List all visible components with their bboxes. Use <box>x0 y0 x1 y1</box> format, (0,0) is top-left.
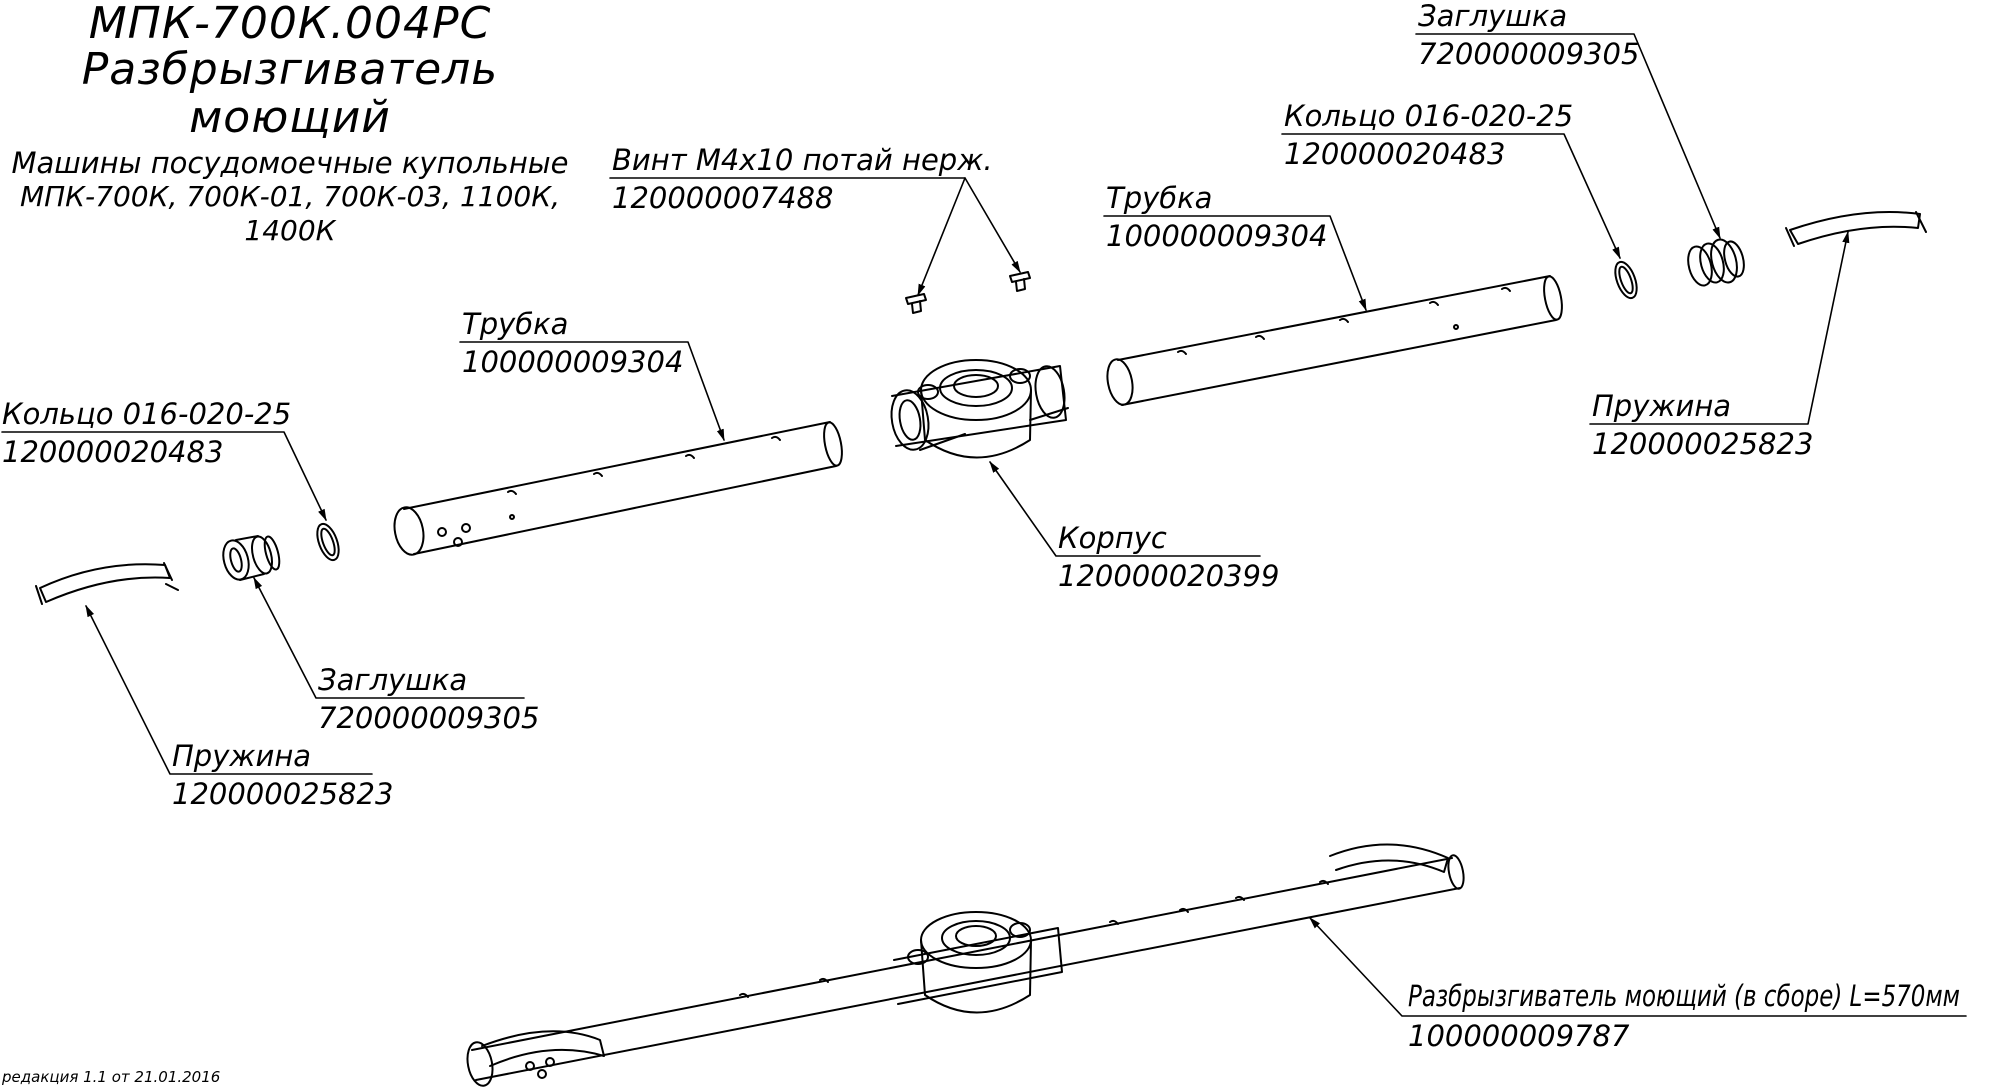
title-block: МПК-700К.004РС Разбрызгиватель моющий Ма… <box>0 0 580 248</box>
ring-left-shape <box>316 522 340 562</box>
part-number: 720000009305 <box>318 701 539 735</box>
ring-right-shape <box>1614 260 1638 300</box>
part-number: 120000025823 <box>172 777 393 811</box>
label-tube-left: Трубка 100000009304 <box>462 307 683 379</box>
part-name: Кольцо 016-020-25 <box>2 397 291 431</box>
label-spring-right: Пружина 120000025823 <box>1592 389 1813 461</box>
plug-left-shape <box>222 535 281 581</box>
part-name: Пружина <box>1592 389 1731 423</box>
plug-right-shape <box>1687 238 1745 287</box>
part-name: Трубка <box>462 307 568 341</box>
screw-right-shape <box>1009 271 1031 292</box>
machine-models: МПК-700К, 700К-01, 700К-03, 1100К, 1400К <box>19 180 561 247</box>
label-ring-left: Кольцо 016-020-25 120000020483 <box>2 397 291 469</box>
part-number: 120000020483 <box>1284 137 1505 171</box>
spring-left-shape <box>35 562 179 605</box>
part-number: 120000020399 <box>1058 559 1279 593</box>
part-name: Заглушка <box>318 663 467 697</box>
label-body: Корпус 120000020399 <box>1058 521 1279 593</box>
part-name: Трубка <box>1106 181 1212 215</box>
part-number: 100000009304 <box>462 345 683 379</box>
part-number: 120000025823 <box>1592 427 1813 461</box>
leader-tube-right <box>1103 215 1367 312</box>
part-number: 120000007488 <box>612 181 833 215</box>
tube-right-shape <box>1106 275 1563 406</box>
spring-right-shape <box>1785 211 1927 247</box>
label-ring-right: Кольцо 016-020-25 120000020483 <box>1284 99 1573 171</box>
part-name: Корпус <box>1058 521 1167 555</box>
label-spring-left: Пружина 120000025823 <box>172 739 393 811</box>
part-name: Пружина <box>172 739 311 773</box>
leader-ring-right <box>1281 133 1621 260</box>
leader-plug-right <box>1415 33 1721 240</box>
leader-screw <box>609 177 1021 297</box>
leader-spring-right <box>1589 230 1850 425</box>
label-screw: Винт М4х10 потай нерж. 120000007488 <box>612 143 993 215</box>
leader-spring-left <box>85 604 373 775</box>
part-name: Разбрызгиватель моющий (в сборе) L=570мм <box>1408 979 1960 1013</box>
part-number: 720000009305 <box>1418 37 1639 71</box>
leader-body <box>989 461 1261 557</box>
part-number: 100000009787 <box>1408 1019 1630 1053</box>
part-name: Винт М4х10 потай нерж. <box>612 143 993 177</box>
revision-note: редакция 1.1 от 21.01.2016 <box>1 1068 220 1086</box>
leader-plug-left <box>253 576 525 699</box>
screw-left-shape <box>905 293 927 314</box>
leader-tube-left <box>459 341 725 442</box>
tube-left-shape <box>393 421 843 556</box>
drawing-code: МПК-700К.004РС <box>88 0 492 49</box>
label-plug-left: Заглушка 720000009305 <box>318 663 539 735</box>
label-assembly: Разбрызгиватель моющий (в сборе) L=570мм… <box>1408 979 1960 1053</box>
assembly-shape <box>466 843 1465 1087</box>
part-name: Заглушка <box>1418 0 1567 33</box>
label-plug-right: Заглушка 720000009305 <box>1418 0 1639 71</box>
part-number: 100000009304 <box>1106 219 1327 253</box>
machine-type: Машины посудомоечные купольные <box>11 146 569 180</box>
body-hub-shape <box>890 359 1069 459</box>
part-number: 120000020483 <box>2 435 223 469</box>
part-name: Кольцо 016-020-25 <box>1284 99 1573 133</box>
leader-assembly <box>1309 917 1967 1017</box>
leader-ring-left <box>1 431 327 522</box>
label-tube-right: Трубка 100000009304 <box>1106 181 1327 253</box>
drawing-name: Разбрызгиватель моющий <box>81 44 499 143</box>
